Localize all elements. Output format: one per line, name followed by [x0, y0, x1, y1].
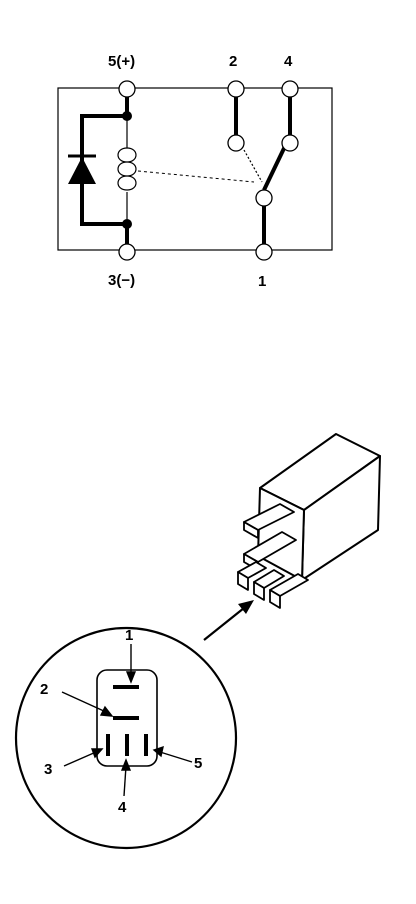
terminal-1	[255, 243, 273, 261]
pin-1	[113, 685, 139, 689]
contact-common	[255, 189, 273, 207]
relay-schematic: 5(+) 2 4 3(−) 1	[57, 53, 333, 290]
callout-1: 1	[125, 627, 133, 644]
callout-4: 4	[118, 799, 127, 816]
relay-terminals	[237, 503, 309, 609]
terminal-2	[227, 80, 245, 98]
terminal-4	[281, 80, 299, 98]
coil-circuit	[68, 96, 137, 244]
contact-4	[281, 134, 299, 152]
callout-3: 3	[44, 761, 52, 778]
terminal-3-label: 3(−)	[108, 272, 135, 289]
armature-link	[137, 170, 255, 183]
relay-body	[237, 433, 381, 609]
diode-icon	[68, 154, 96, 184]
pin-4	[125, 734, 129, 756]
connector-detail: 1 2 3 4 5	[14, 626, 238, 850]
terminal-5-label: 5(+)	[108, 53, 135, 70]
switch-circuit	[227, 96, 299, 244]
pin-2	[113, 716, 139, 720]
pin-5	[144, 734, 148, 756]
terminal-5	[118, 80, 136, 98]
callout-5: 5	[194, 755, 202, 772]
relay-enclosure	[57, 87, 333, 251]
terminal-1-label: 1	[258, 273, 266, 290]
callout-2: 2	[40, 681, 48, 698]
terminal-4-label: 4	[284, 53, 293, 70]
relay-coil	[117, 147, 137, 191]
pin-3	[106, 734, 110, 756]
detail-arrow	[203, 600, 254, 641]
terminal-3	[118, 243, 136, 261]
terminal-2-label: 2	[229, 53, 237, 70]
contact-2	[227, 134, 245, 152]
